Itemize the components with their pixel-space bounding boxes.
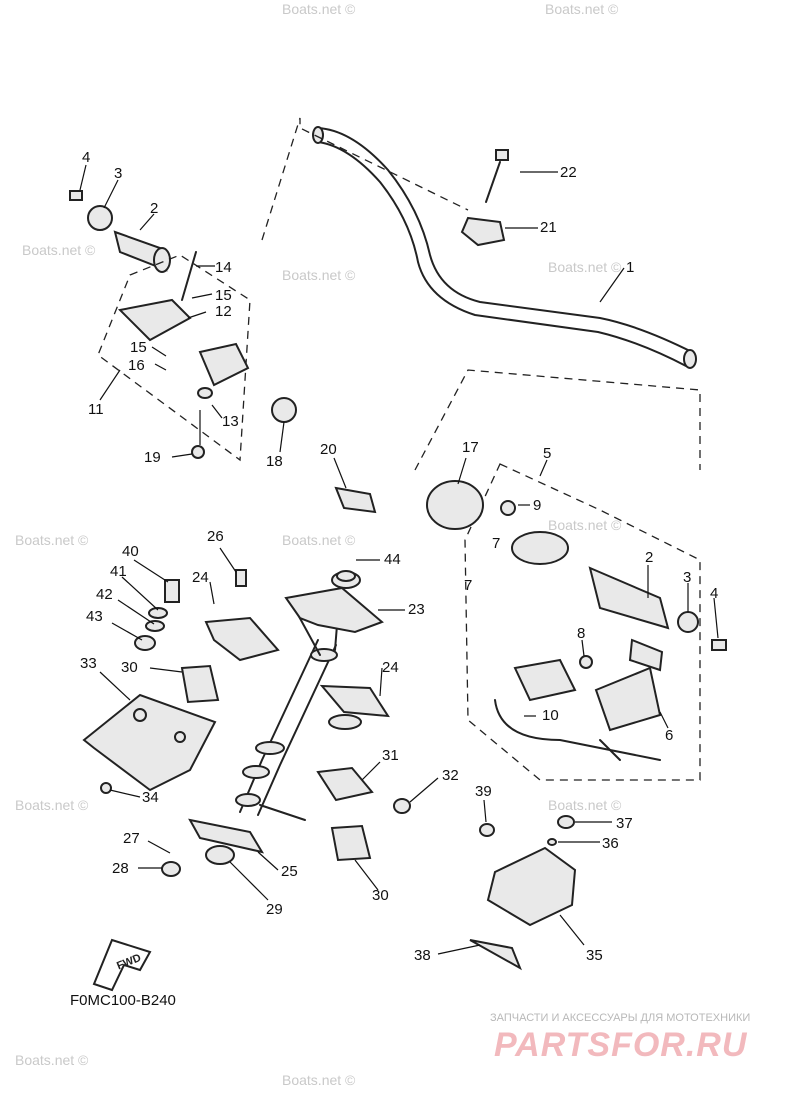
watermarks: Boats.net © Boats.net © Boats.net © Boat… xyxy=(15,1,622,1088)
callout-number: 3 xyxy=(114,165,122,182)
watermark-text: Boats.net © xyxy=(282,1072,356,1088)
callout-number: 43 xyxy=(86,608,103,625)
bottom-plate-part xyxy=(82,693,217,792)
callout-number: 15 xyxy=(130,339,147,356)
steering-column-part xyxy=(235,587,341,821)
callout-number: 36 xyxy=(602,835,619,852)
callout-number: 27 xyxy=(123,830,140,847)
callout-number: 10 xyxy=(542,707,559,724)
callout-number: 31 xyxy=(382,747,399,764)
callout-number: 11 xyxy=(88,401,104,418)
brand-logo: PARTSFOR.RU xyxy=(494,1026,748,1064)
watermark-text: Boats.net © xyxy=(548,259,622,275)
upper-clamp-part xyxy=(460,149,509,247)
callout-number: 30 xyxy=(372,887,389,904)
watermark-text: Boats.net © xyxy=(545,1,619,17)
callout-number: 44 xyxy=(384,551,401,568)
watermark-text: Boats.net © xyxy=(15,1052,89,1068)
column-plate-part xyxy=(284,586,384,634)
callout-number: 40 xyxy=(122,543,139,560)
callout-number: 1 xyxy=(626,259,634,276)
callout-number: 23 xyxy=(408,601,425,618)
watermark-text: Boats.net © xyxy=(22,242,96,258)
callout-number: 18 xyxy=(266,453,283,470)
callout-number: 37 xyxy=(616,815,633,832)
callout-number: 13 xyxy=(222,413,239,430)
callout-number: 17 xyxy=(462,439,479,456)
callout-number: 20 xyxy=(320,441,337,458)
collar-part xyxy=(205,845,235,865)
left-grip-assembly xyxy=(69,190,171,273)
handlebar-part xyxy=(312,126,697,369)
callout-number: 2 xyxy=(645,549,653,566)
callout-number: 42 xyxy=(96,586,113,603)
switch-assembly xyxy=(261,117,727,781)
callout-number: 35 xyxy=(586,947,603,964)
callout-number: 26 xyxy=(207,528,224,545)
watermark-text: Boats.net © xyxy=(15,797,89,813)
callout-number: 41 xyxy=(110,563,127,580)
callout-number: 8 xyxy=(577,625,585,642)
throttle-assembly xyxy=(97,251,297,462)
bushing-part xyxy=(331,570,361,589)
callout-number: 30 xyxy=(121,659,138,676)
callout-number: 39 xyxy=(475,783,492,800)
watermark-text: Boats.net © xyxy=(548,517,622,533)
callout-number: 25 xyxy=(281,863,298,880)
callout-number: 19 xyxy=(144,449,161,466)
callout-number: 7 xyxy=(492,535,500,552)
callout-number: 15 xyxy=(215,287,232,304)
callout-number: 33 xyxy=(80,655,97,672)
callout-number: 28 xyxy=(112,860,129,877)
callout-number: 9 xyxy=(533,497,541,514)
strip-bracket-part xyxy=(188,818,265,854)
forward-arrow-icon: FWD xyxy=(92,938,152,992)
callout-number: 34 xyxy=(142,789,159,806)
callout-number: 21 xyxy=(540,219,557,236)
leader-lines xyxy=(79,164,719,955)
callout-number: 5 xyxy=(543,445,551,462)
watermark-text: Boats.net © xyxy=(282,1,356,17)
callout-number: 7 xyxy=(464,577,472,594)
callout-number: 29 xyxy=(266,901,283,918)
watermark-text: Boats.net © xyxy=(282,532,356,548)
relay-part xyxy=(469,815,577,971)
callout-number: 24 xyxy=(382,659,399,676)
bracket-part xyxy=(204,616,390,730)
callout-number: 4 xyxy=(82,149,90,166)
callout-number: 14 xyxy=(215,259,232,276)
callout-number: 24 xyxy=(192,569,209,586)
callout-number: 12 xyxy=(215,303,232,320)
callout-number: 16 xyxy=(128,357,145,374)
rubber-mount-part xyxy=(180,664,372,862)
callout-number: 32 xyxy=(442,767,459,784)
fastener-parts xyxy=(100,569,411,877)
watermark-text: Boats.net © xyxy=(15,532,89,548)
brand-tagline: ЗАПЧАСТИ И АКСЕССУАРЫ ДЛЯ МОТОТЕХНИКИ xyxy=(490,1012,750,1024)
callout-number: 6 xyxy=(665,727,673,744)
callout-number: 2 xyxy=(150,200,158,217)
holder-part xyxy=(334,486,377,514)
callout-number: 38 xyxy=(414,947,431,964)
callout-number: 3 xyxy=(683,569,691,586)
watermark-text: Boats.net © xyxy=(282,267,356,283)
callout-number: 4 xyxy=(710,585,718,602)
watermark-text: Boats.net © xyxy=(548,797,622,813)
clamp-part xyxy=(316,766,374,802)
diagram-code: F0MC100-B240 xyxy=(70,992,176,1009)
callout-labels: 1 2 2 3 3 4 4 5 6 7 7 8 9 10 11 12 13 14… xyxy=(80,149,718,964)
callout-number: 22 xyxy=(560,164,577,181)
